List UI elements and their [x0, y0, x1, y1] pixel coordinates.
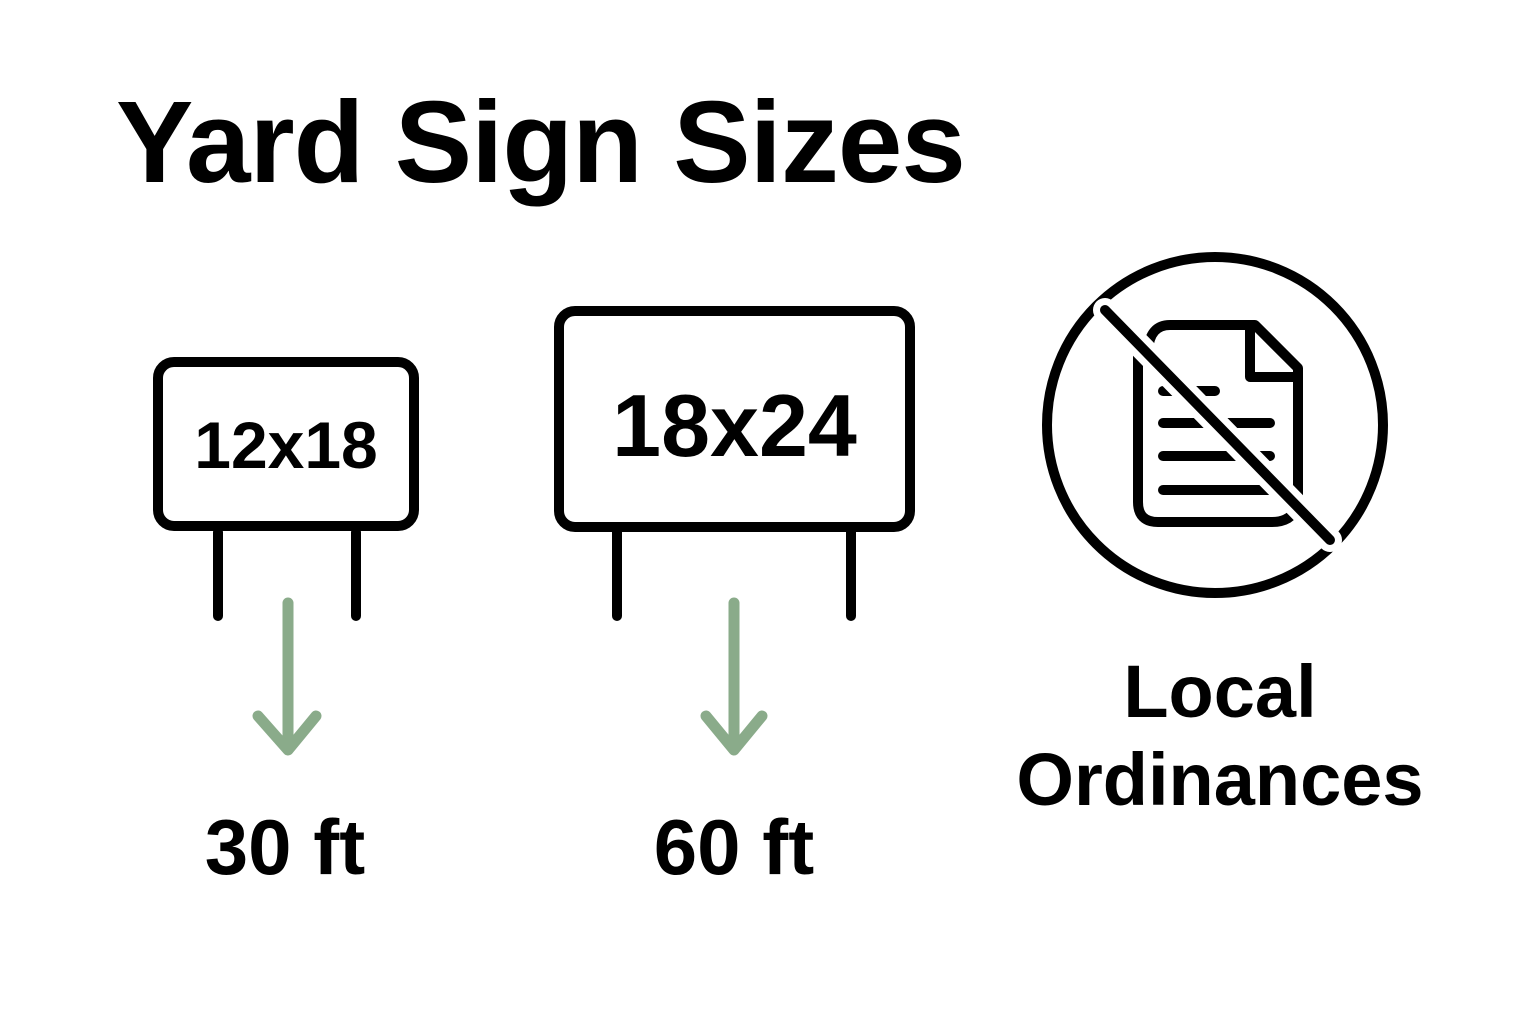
arrow-down-icon	[252, 597, 322, 756]
small-sign-size-label: 12x18	[194, 408, 378, 482]
ordinance-label-line2: Ordinances	[1016, 738, 1424, 821]
small-yard-sign-icon	[153, 357, 419, 621]
small-sign-distance-label: 30 ft	[204, 803, 366, 891]
ordinance-label: Local Ordinances	[980, 648, 1460, 824]
large-sign-size-label: 18x24	[612, 376, 857, 475]
no-document-prohibited-icon	[1042, 252, 1388, 598]
page-title: Yard Sign Sizes	[116, 77, 966, 207]
ordinance-label-line1: Local	[1123, 650, 1317, 733]
arrow-down-icon	[700, 597, 768, 756]
large-sign-distance-label: 60 ft	[653, 803, 815, 891]
large-yard-sign-icon	[554, 306, 915, 621]
